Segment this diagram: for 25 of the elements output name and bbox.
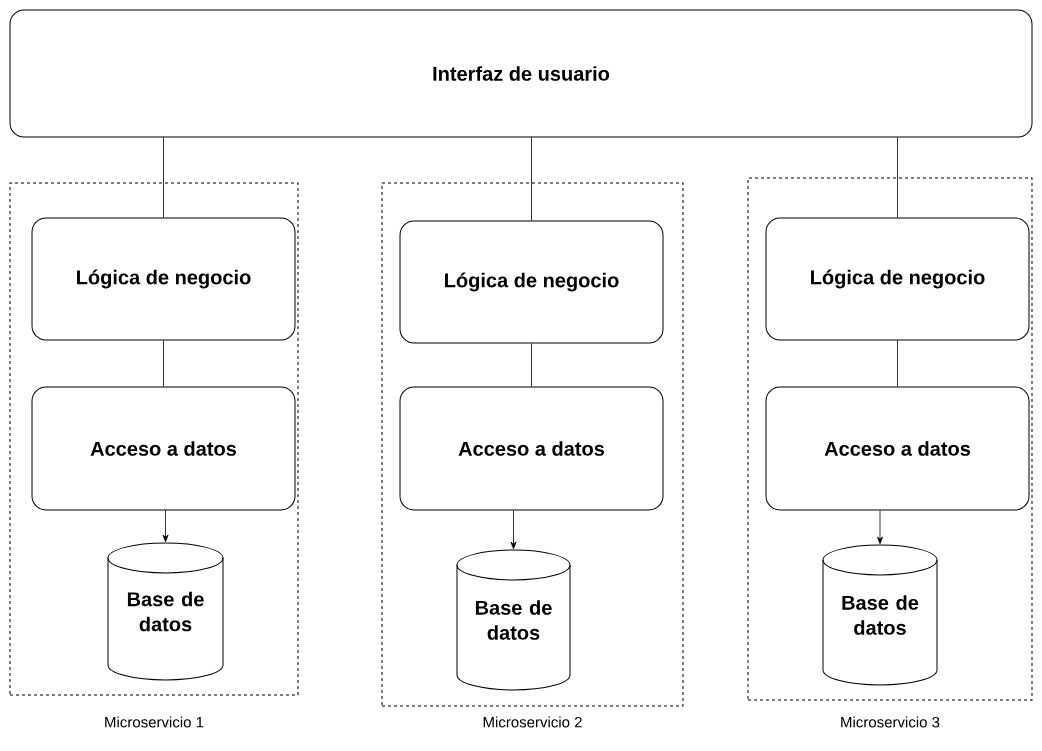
layer-box: Acceso a datos	[399, 386, 664, 511]
node-label: Base de datos	[475, 600, 552, 640]
node-label: Base de datos	[127, 591, 204, 632]
connector	[897, 340, 898, 387]
group-caption: Microservicio 3	[841, 716, 940, 728]
layer-box: Acceso a datos	[31, 386, 296, 511]
group-caption: Microservicio 1	[105, 716, 204, 728]
connector	[897, 137, 898, 218]
database-cylinder: Base de datos	[822, 544, 938, 686]
connector	[163, 137, 164, 218]
connector	[163, 340, 164, 387]
connector	[162, 510, 169, 543]
layer-box: Lógica de negocio	[31, 217, 296, 341]
database-cylinder: Base de datos	[107, 542, 224, 681]
connector	[531, 343, 532, 387]
layer-box: Lógica de negocio	[399, 220, 664, 344]
connector	[531, 137, 532, 221]
interface-box: Interfaz de usuario	[9, 9, 1033, 138]
database-cylinder: Base de datos	[456, 549, 571, 691]
connector	[510, 510, 517, 550]
layer-box: Acceso a datos	[765, 386, 1030, 511]
layer-box: Lógica de negocio	[765, 217, 1030, 341]
node-label: Base de datos	[842, 595, 919, 635]
group-caption: Microservicio 2	[483, 716, 582, 728]
connector	[877, 510, 883, 545]
